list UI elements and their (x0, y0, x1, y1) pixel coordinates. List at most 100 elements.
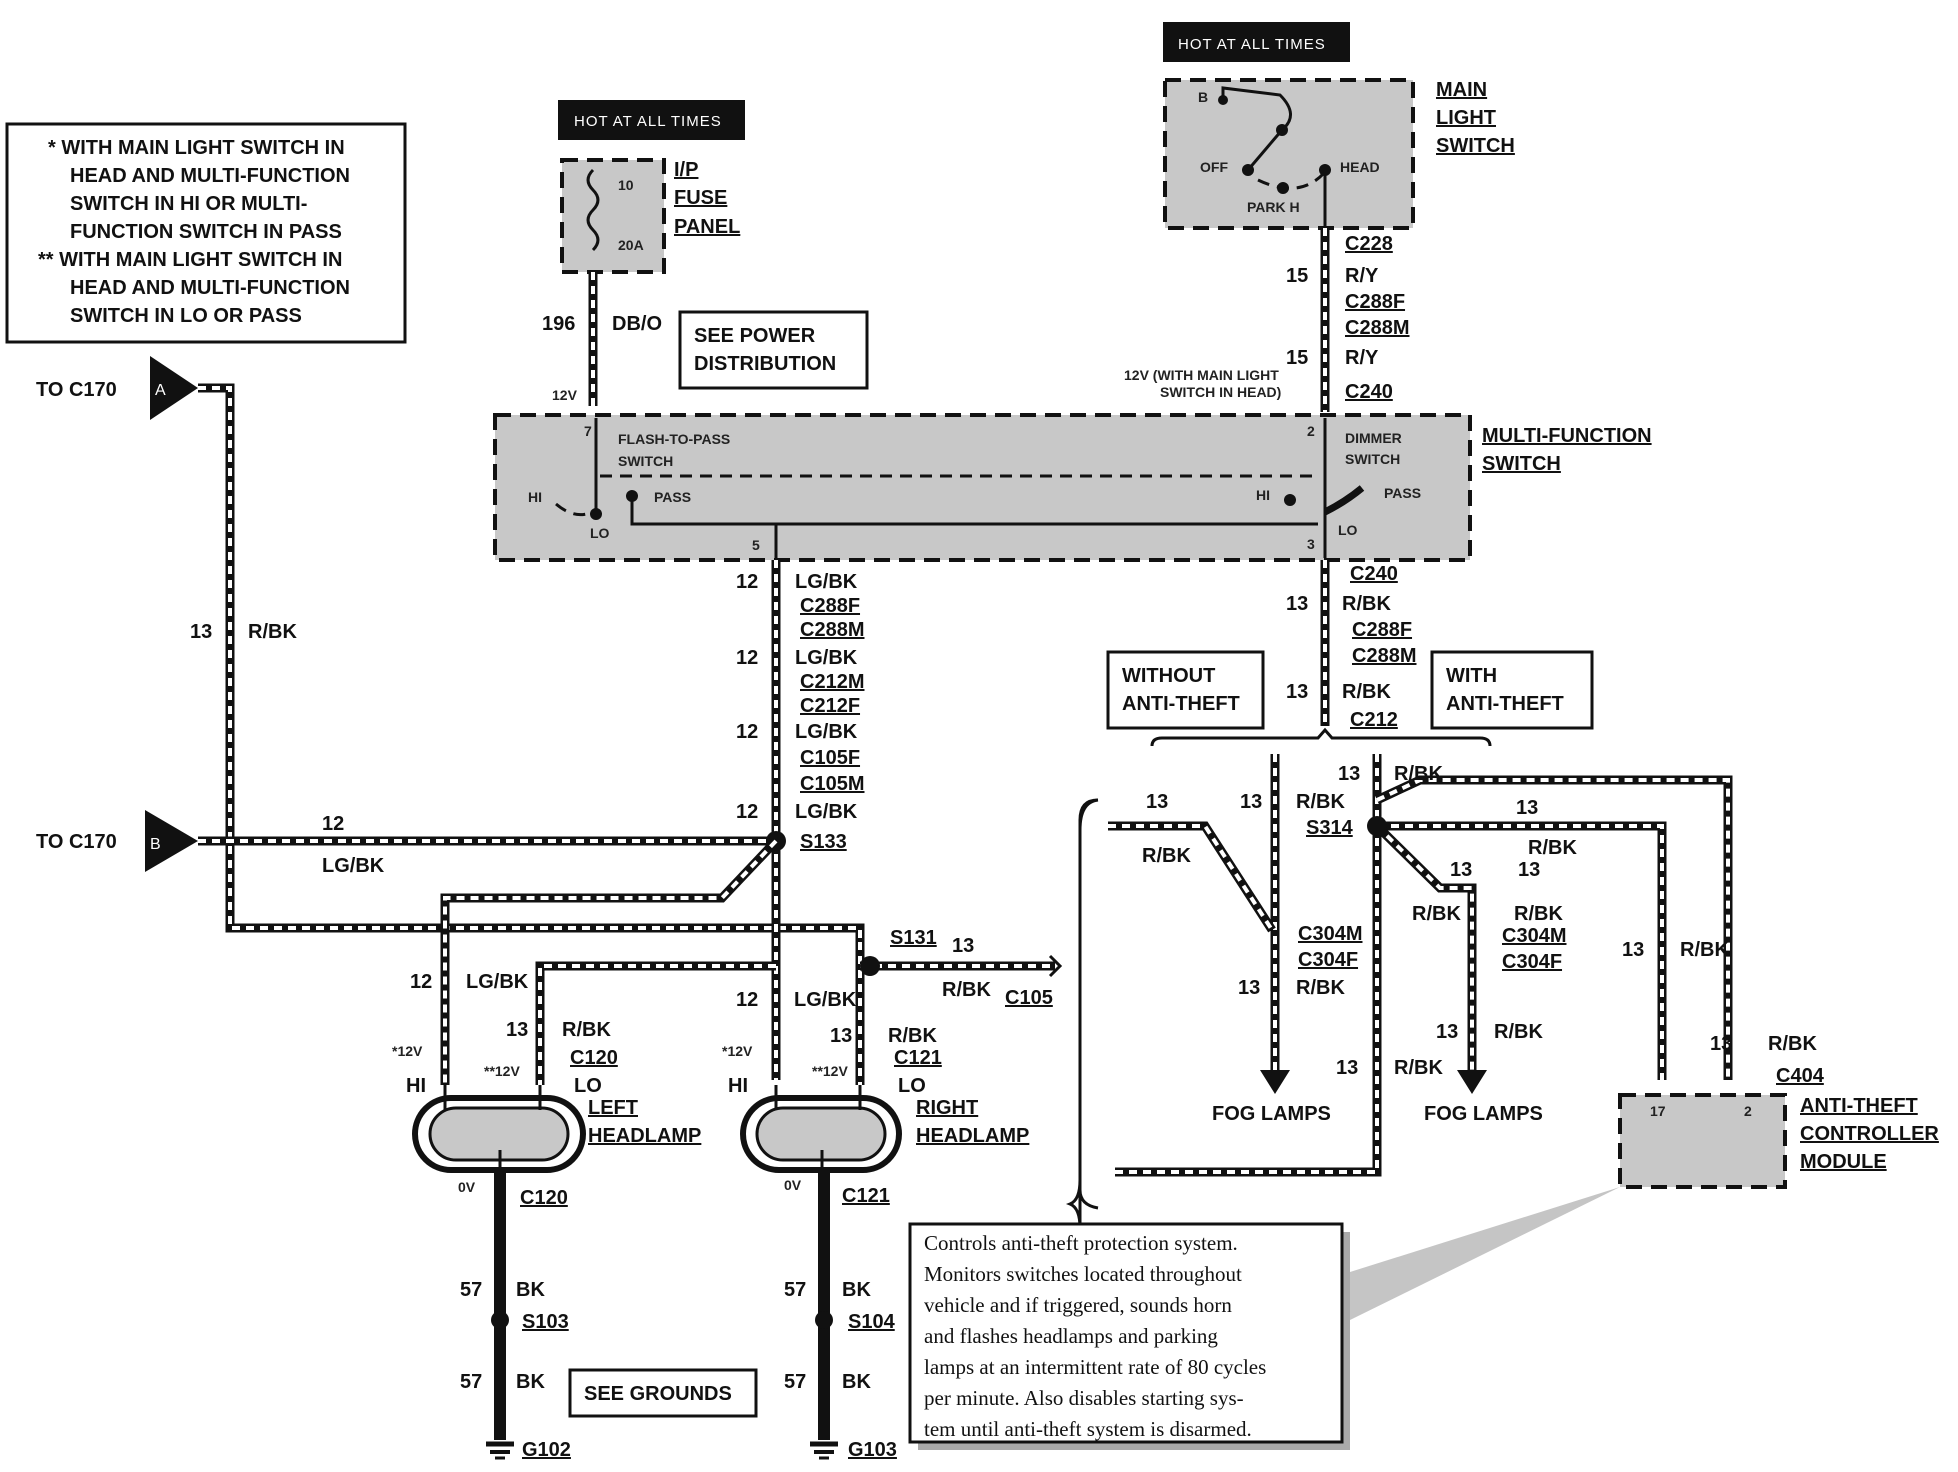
diagram-label: SWITCH (1482, 453, 1561, 475)
diagram-label: HOT AT ALL TIMES (1178, 36, 1326, 53)
diagram-label: SEE POWER (694, 325, 816, 347)
diagram-label: R/BK (1394, 1057, 1443, 1079)
diagram-label: LO (590, 525, 610, 541)
diagram-label: 57 (460, 1279, 482, 1301)
diagram-label: **12V (484, 1063, 520, 1079)
diagram-label: R/BK (1296, 977, 1345, 999)
diagram-label: G102 (522, 1439, 571, 1461)
diagram-label: R/BK (1680, 939, 1729, 961)
diagram-label: tem until anti-theft system is disarmed. (924, 1417, 1252, 1441)
diagram-label: C304M (1298, 923, 1362, 945)
diagram-label: 12V (WITH MAIN LIGHT (1124, 367, 1279, 383)
diagram-label: 12 (736, 721, 758, 743)
diagram-label: LG/BK (795, 801, 858, 823)
diagram-label: LG/BK (795, 571, 858, 593)
diagram-label: BK (516, 1371, 545, 1393)
option-brace (1150, 727, 1492, 747)
diagram-label: C304F (1298, 949, 1358, 971)
diagram-label: R/BK (1768, 1033, 1817, 1055)
diagram-label: LO (1338, 522, 1358, 538)
diagram-label: R/BK (1342, 593, 1391, 615)
diagram-label: 13 (1286, 681, 1308, 703)
diagram-label: C304M (1502, 925, 1566, 947)
diagram-label: R/BK (1296, 791, 1345, 813)
diagram-label: 2 (1307, 423, 1315, 439)
diagram-label: 12 (736, 571, 758, 593)
diagram-label: C240 (1345, 381, 1393, 403)
diagram-label: HEADLAMP (588, 1125, 701, 1147)
wire-color-dbo: DB/O (612, 313, 662, 335)
diagram-label: 13 (1710, 1033, 1732, 1055)
diagram-label: BK (842, 1279, 871, 1301)
wire-fog-left-branch (1108, 821, 1276, 933)
diagram-label: LG/BK (466, 971, 529, 993)
diagram-label: C212 (1350, 709, 1398, 731)
diagram-label: LG/BK (795, 721, 858, 743)
diagram-label: 13 (506, 1019, 528, 1041)
diagram-label: 13 (1622, 939, 1644, 961)
diagram-label: S314 (1306, 817, 1354, 839)
diagram-label: LO (574, 1075, 602, 1097)
diagram-label: ANTI-THEFT (1800, 1095, 1918, 1117)
diagram-label: C228 (1345, 233, 1393, 255)
diagram-label: ANTI-THEFT (1122, 693, 1240, 715)
diagram-label: 13 (1518, 859, 1540, 881)
diagram-label: R/BK (248, 621, 297, 643)
diagram-label: HI (1256, 487, 1270, 503)
diagram-label: TO C170 (36, 379, 117, 401)
to-c170-b: B TO C170 (36, 810, 198, 872)
diagram-label: 12 (736, 647, 758, 669)
diagram-label: R/BK (888, 1025, 937, 1047)
diagram-shape (198, 386, 862, 942)
diagram-shape (443, 839, 778, 1085)
diagram-label: 13 (1450, 859, 1472, 881)
diagram-label: C105F (800, 747, 860, 769)
diagram-label: R/BK (1494, 1021, 1543, 1043)
diagram-label: R/BK (1528, 837, 1577, 859)
diagram-label: C288F (1352, 619, 1412, 641)
legend-line: HEAD AND MULTI-FUNCTION (70, 165, 350, 187)
diagram-label: LG/BK (794, 989, 857, 1011)
diagram-label: R/BK (1412, 903, 1461, 925)
diagram-label: 57 (784, 1279, 806, 1301)
diagram-label: 12 (410, 971, 432, 993)
diagram-label: 13 (190, 621, 212, 643)
diagram-label: C288F (800, 595, 860, 617)
anti-theft-controller-module: 17 2 ANTI-THEFT CONTROLLER MODULE (1618, 1093, 1939, 1189)
splice-s314 (1367, 816, 1387, 836)
legend-line: HEAD AND MULTI-FUNCTION (70, 277, 350, 299)
ip-fuse-panel: 10 20A I/P FUSE PANEL (560, 158, 740, 274)
diagram-label: 3 (1307, 536, 1315, 552)
diagram-label: C288F (1345, 291, 1405, 313)
diagram-label: and flashes headlamps and parking (924, 1324, 1218, 1348)
left-headlamp: LEFT HEADLAMP (412, 1085, 701, 1173)
diagram-label: RIGHT (916, 1097, 978, 1119)
diagram-shape (1377, 824, 1664, 1080)
diagram-label: 2 (1744, 1103, 1752, 1119)
see-power-box: SEE POWER DISTRIBUTION (678, 310, 869, 390)
diagram-shape (1065, 798, 1099, 1229)
diagram-shape (1108, 824, 1274, 932)
diagram-label: C288M (1345, 317, 1409, 339)
diagram-label: 10 (618, 177, 634, 193)
diagram-label: C404 (1776, 1065, 1825, 1087)
diagram-label: 13 (1240, 791, 1262, 813)
diagram-label: FUSE (674, 187, 727, 209)
diagram-label: B (150, 836, 161, 853)
diagram-label: 0V (784, 1177, 802, 1193)
diagram-label: *12V (722, 1043, 753, 1059)
diagram-label: C288M (800, 619, 864, 641)
diagram-label: PARK H (1247, 199, 1300, 215)
diagram-label: ANTI-THEFT (1446, 693, 1564, 715)
diagram-label: WITH (1446, 665, 1497, 687)
legend-box: * WITH MAIN LIGHT SWITCH IN HEAD AND MUL… (5, 122, 407, 344)
diagram-label: 13 (1436, 1021, 1458, 1043)
diagram-label: **12V (812, 1063, 848, 1079)
diagram-label: 12 (736, 801, 758, 823)
diagram-label: C105 (1005, 987, 1053, 1009)
diagram-label: 13 (1146, 791, 1168, 813)
diagram-label: 15 (1286, 347, 1308, 369)
diagram-label: 13 (1516, 797, 1538, 819)
diagram-shape (1260, 1070, 1290, 1094)
diagram-shape (1457, 1070, 1487, 1094)
